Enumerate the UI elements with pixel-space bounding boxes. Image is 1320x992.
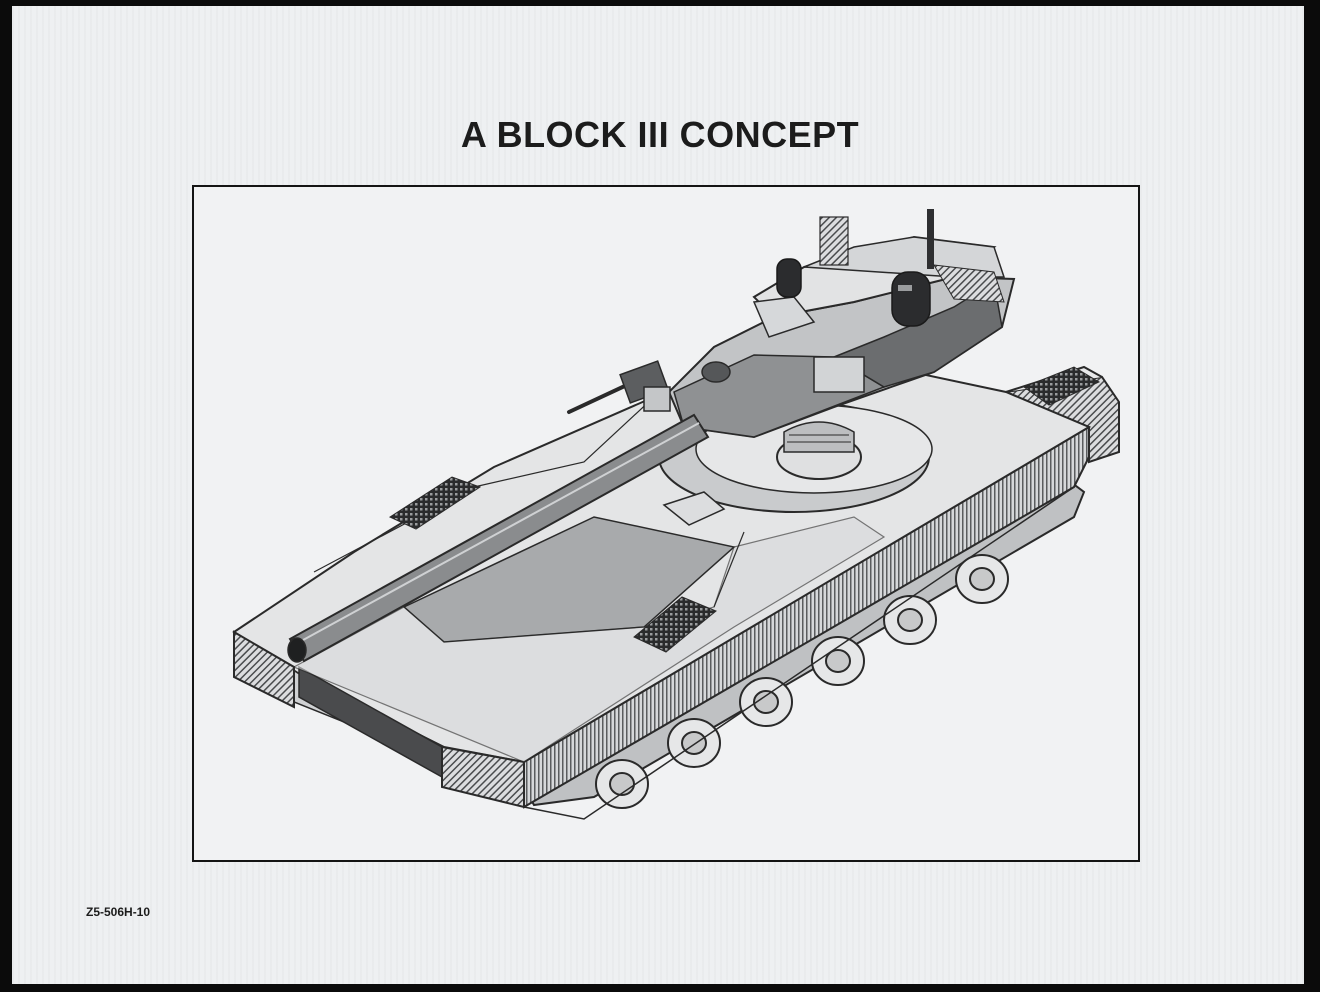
vent-grilles xyxy=(388,366,1101,653)
turret xyxy=(667,209,1016,439)
main-gun-barrel xyxy=(287,413,710,663)
slide-title: A BLOCK III CONCEPT xyxy=(460,114,860,155)
tank-illustration xyxy=(232,209,1120,820)
machine-gun xyxy=(567,360,671,414)
driver-hatch xyxy=(662,491,726,526)
illustration-frame xyxy=(192,185,1140,862)
document-number: Z5-506H-10 xyxy=(86,905,151,919)
cupola xyxy=(776,421,862,480)
